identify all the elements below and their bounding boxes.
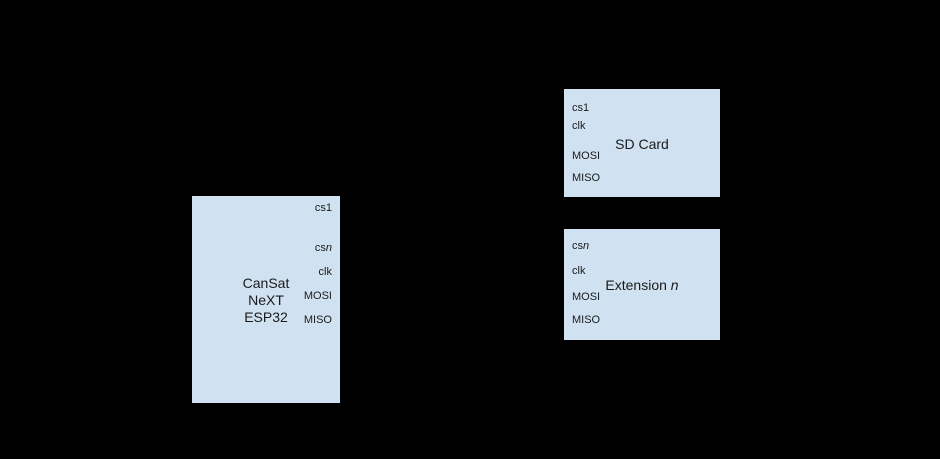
pin-label-sdcard-cs1: cs1 [572, 102, 590, 114]
block-cansat-title: CanSat NeXT ESP32 [192, 275, 340, 326]
pin-label-cansat-csn: csn [240, 242, 332, 255]
block-cansat-title-line-3: ESP32 [244, 309, 288, 325]
block-extension-n[interactable] [564, 229, 720, 340]
pin-label-sdcard-clk: clk [572, 120, 586, 132]
block-extension-title-index: n [670, 277, 679, 293]
pin-label-sdcard-mosi: MOSI [572, 150, 601, 162]
block-cansat-title-line-1: CanSat [242, 275, 290, 291]
block-sd-card[interactable] [564, 89, 720, 197]
block-extension-title: Extension n [564, 277, 720, 294]
pin-label-extension-miso: MISO [572, 314, 601, 326]
pin-label-sdcard-miso: MISO [572, 172, 601, 184]
pin-label-extension-csn-index: n [583, 240, 590, 252]
block-cansat-title-line-2: NeXT [248, 292, 284, 308]
pin-label-cansat-cs1: cs1 [314, 202, 332, 214]
pin-label-extension-mosi: MOSI [572, 291, 601, 303]
block-sd-card-title: SD Card [615, 136, 669, 152]
pin-label-cansat-miso: MISO [303, 314, 332, 326]
block-cansat-next-esp32[interactable] [192, 196, 340, 403]
pin-label-cansat-csn-index: n [325, 242, 332, 254]
pin-label-extension-csn-base: cs [572, 240, 583, 252]
pin-label-cansat-mosi: MOSI [303, 290, 332, 302]
block-extension-title-base: Extension [605, 277, 671, 293]
pin-label-cansat-clk: clk [318, 266, 332, 278]
pin-label-cansat-csn-base: cs [314, 242, 326, 254]
pin-label-extension-clk: clk [572, 265, 586, 277]
pin-label-extension-csn: csn [572, 240, 662, 253]
